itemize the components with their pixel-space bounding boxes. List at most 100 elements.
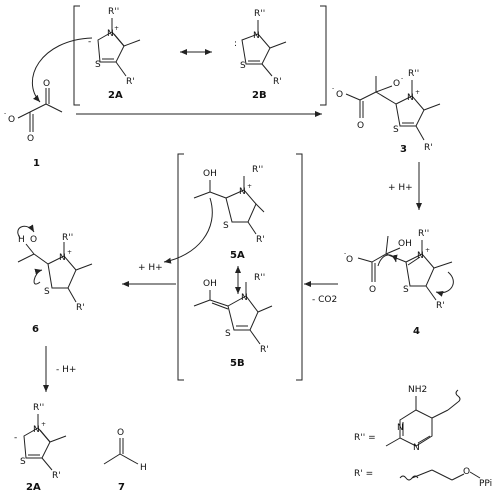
structure-3: O - O O - N + R'' S R' 3 xyxy=(332,69,441,155)
substituent-r2: R'' xyxy=(418,229,429,239)
charge-plus: + xyxy=(415,89,420,96)
curved-arrow-ring xyxy=(435,271,454,297)
bracket-5 xyxy=(177,153,303,381)
atom-o: O xyxy=(336,90,343,100)
atom-o: O xyxy=(117,428,124,438)
structure-2b: S N R'' R' : 2B xyxy=(234,9,287,101)
legend-r2: R'' = N N NH2 xyxy=(354,385,461,453)
charge-minus: - xyxy=(14,433,17,443)
atom-s: S xyxy=(223,221,229,231)
atom-o: O xyxy=(43,79,50,89)
atom-n: N xyxy=(397,423,404,433)
atom-s: S xyxy=(403,285,409,295)
atom-n: N xyxy=(33,425,40,435)
label-6: 6 xyxy=(32,324,39,335)
label-7: 7 xyxy=(118,482,125,493)
substituent-r2: R'' xyxy=(254,9,265,19)
atom-s: S xyxy=(44,287,50,297)
charge-minus: - xyxy=(88,37,91,47)
curved-arrow-6-top xyxy=(17,224,35,239)
substituent-r1: R' xyxy=(126,77,135,87)
structure-5b: OH N R'' S R' 5B xyxy=(193,273,273,369)
curved-arrow-attack xyxy=(31,37,93,103)
substituent-r1: R' xyxy=(76,303,85,313)
atom-oh: OH xyxy=(398,239,412,249)
label-2a: 2A xyxy=(108,90,123,101)
atom-n: N xyxy=(413,443,420,453)
legend-r1: R' = O PPi xyxy=(354,467,492,489)
charge-minus: - xyxy=(344,250,346,257)
curved-arrow-6-bottom xyxy=(33,268,43,285)
reagent-protonation: + H+ xyxy=(388,183,413,193)
atom-s: S xyxy=(393,125,399,135)
label-4: 4 xyxy=(413,326,420,337)
substituent-r2: R'' xyxy=(62,233,73,243)
label-1: 1 xyxy=(33,158,40,169)
atom-o: O xyxy=(357,121,364,131)
label-2b: 2B xyxy=(252,90,267,101)
atom-oh: OH xyxy=(203,169,217,179)
charge-minus: - xyxy=(401,75,403,82)
substituent-r2: R'' xyxy=(254,273,265,283)
reagent-deprotonation: - H+ xyxy=(56,365,76,375)
structure-4: O - O OH N + R'' S R' 4 xyxy=(344,229,453,337)
atom-s: S xyxy=(240,61,246,71)
charge-plus: + xyxy=(114,25,119,32)
atom-n: N xyxy=(407,93,414,103)
charge-plus: + xyxy=(425,247,430,254)
substituent-r2: R'' xyxy=(33,403,44,413)
charge-plus: + xyxy=(41,421,46,428)
substituent-r1: R' xyxy=(260,345,269,355)
reagent-protonation-left: + H+ xyxy=(138,263,163,273)
atom-o: O xyxy=(27,134,34,144)
atom-n: N xyxy=(107,29,114,39)
substituent-r2: R'' xyxy=(108,7,119,17)
atom-ppi: PPi xyxy=(479,479,492,489)
atom-o: O xyxy=(8,115,15,125)
atom-o: O xyxy=(346,255,353,265)
label-5a: 5A xyxy=(230,250,245,261)
lone-pair: : xyxy=(234,39,237,49)
substituent-r2: R'' xyxy=(408,69,419,79)
legend-r1-label: R' = xyxy=(354,469,373,479)
atom-n: N xyxy=(417,251,424,261)
substituent-r1: R' xyxy=(273,77,282,87)
atom-o: O xyxy=(30,235,37,245)
substituent-r1: R' xyxy=(436,301,445,311)
atom-s: S xyxy=(20,457,26,467)
label-5b: 5B xyxy=(230,358,245,369)
atom-oh: OH xyxy=(203,279,217,289)
atom-n: N xyxy=(59,253,66,263)
atom-o: O xyxy=(463,467,470,477)
structure-5a: OH N + R'' S R' 5A xyxy=(193,165,265,261)
curved-arrow-decarboxylation xyxy=(377,254,398,267)
substituent-r1: R' xyxy=(52,471,61,481)
atom-h: H xyxy=(18,235,25,245)
charge-plus: + xyxy=(67,249,72,256)
structure-2a-regenerated: S N + R'' R' - 2A xyxy=(14,403,67,493)
charge-minus: - xyxy=(4,110,6,117)
substituent-r1: R' xyxy=(256,235,265,245)
bracket-2 xyxy=(73,5,327,106)
reagent-decarboxylation: - CO2 xyxy=(312,295,337,305)
atom-n: N xyxy=(239,187,246,197)
atom-s: S xyxy=(225,329,231,339)
atom-n: N xyxy=(241,293,248,303)
charge-minus: - xyxy=(332,85,334,92)
atom-o: O xyxy=(393,79,400,89)
atom-o: O xyxy=(369,285,376,295)
atom-n: N xyxy=(253,31,260,41)
atom-s: S xyxy=(95,60,101,70)
charge-plus: + xyxy=(247,183,252,190)
label-2a-bottom: 2A xyxy=(26,482,41,493)
atom-nh2: NH2 xyxy=(408,385,427,395)
curved-arrow-5a xyxy=(163,197,213,264)
legend-r2-label: R'' = xyxy=(354,433,376,443)
structure-2a: S N + R'' R' - 2A xyxy=(88,7,141,101)
structure-7: O H 7 xyxy=(103,428,147,493)
substituent-r2: R'' xyxy=(252,165,263,175)
atom-h: H xyxy=(140,463,147,473)
structure-1: O - O O 1 xyxy=(4,79,63,169)
